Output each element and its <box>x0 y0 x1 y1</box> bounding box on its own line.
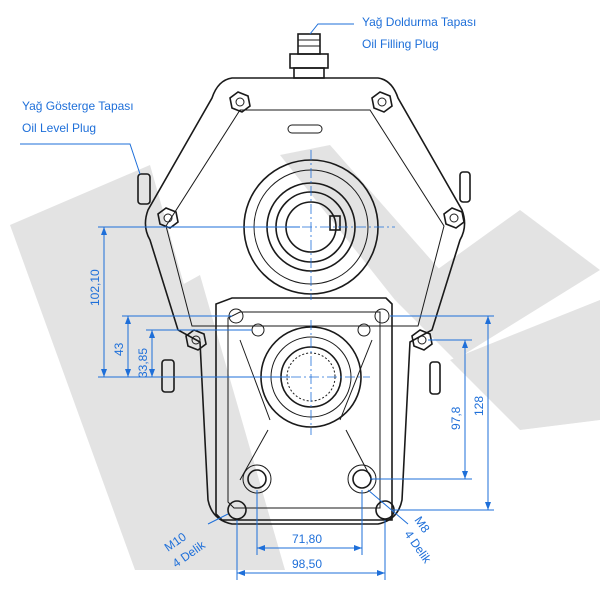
housing-bolts <box>157 91 465 351</box>
watermark-logo <box>10 145 600 570</box>
dimension-33-85: 33,85 <box>136 348 150 378</box>
dimension-128: 128 <box>472 396 486 416</box>
dimension-98-50: 98,50 <box>292 557 322 571</box>
leader-lines <box>20 23 409 525</box>
bolt-low-right <box>411 329 433 351</box>
filling-plug-label-tr: Yağ Doldurma Tapası <box>362 15 476 29</box>
bolt-mid-right <box>443 207 465 229</box>
dimension-lines <box>98 226 494 580</box>
level-plug-label-en: Oil Level Plug <box>22 121 96 135</box>
dimension-71-80: 71,80 <box>292 532 322 546</box>
mounting-flange <box>215 297 395 521</box>
dimension-43: 43 <box>112 342 126 356</box>
bolt-top-right <box>371 91 393 113</box>
bolt-low-left <box>185 329 207 351</box>
oil-level-plug <box>137 171 471 395</box>
oil-filling-plug <box>289 33 329 79</box>
level-plug-label-tr: Yağ Gösterge Tapası <box>22 99 134 113</box>
m8-holes-label: 4 Delik <box>402 528 435 567</box>
bolt-mid-left <box>157 207 179 229</box>
filling-plug-label-en: Oil Filling Plug <box>362 37 439 51</box>
bolt-top-left <box>229 91 251 113</box>
dimension-97-8: 97,8 <box>449 406 463 430</box>
dimension-102-10: 102,10 <box>88 269 102 306</box>
